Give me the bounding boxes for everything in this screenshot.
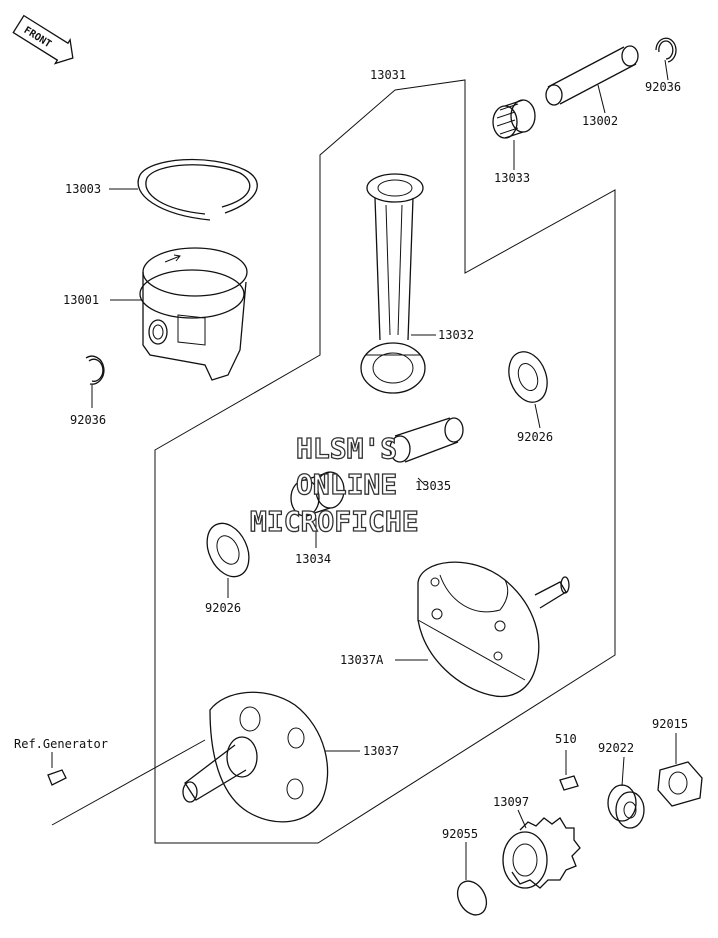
label-13032: 13032	[438, 328, 474, 342]
piston-13001	[139, 247, 248, 381]
generator-key	[47, 769, 67, 786]
label-92026-right: 92026	[517, 430, 553, 444]
label-13031: 13031	[370, 68, 406, 82]
needle-bearing-13034	[290, 471, 345, 517]
crank-pin-13035	[389, 417, 464, 463]
collar-92022	[607, 784, 645, 829]
label-13001: 13001	[63, 293, 99, 307]
label-13002: 13002	[582, 114, 618, 128]
label-13033: 13033	[494, 171, 530, 185]
connecting-rod-13032	[360, 173, 426, 394]
needle-bearing-13033	[492, 99, 536, 139]
watermark-line-3: MICROFICHE	[250, 505, 419, 538]
label-92036-left: 92036	[70, 413, 106, 427]
label-92055: 92055	[442, 827, 478, 841]
crankshaft-half-13037a	[417, 561, 570, 697]
label-13097: 13097	[493, 795, 529, 809]
label-13037: 13037	[363, 744, 399, 758]
piston-pin-13002	[545, 45, 639, 106]
label-92022: 92022	[598, 741, 634, 755]
label-13037A: 13037A	[340, 653, 384, 667]
front-arrow-icon: FRONT	[12, 14, 74, 65]
thrust-washer-92026-left	[206, 522, 250, 578]
label-ref-generator: Ref.Generator	[14, 737, 108, 751]
label-13034: 13034	[295, 552, 331, 566]
label-13035: 13035	[415, 479, 451, 493]
key-510	[559, 775, 579, 791]
label-510: 510	[555, 732, 577, 746]
nut-92015	[657, 761, 703, 807]
watermark-line-2: ONLINE	[296, 468, 397, 501]
assembly-outline-13031	[154, 79, 616, 844]
label-13003: 13003	[65, 182, 101, 196]
crankshaft-13037	[182, 691, 329, 823]
thrust-washer-92026-right	[508, 351, 548, 403]
piston-ring-13003	[137, 158, 258, 221]
circlip-92036-top	[655, 37, 677, 63]
label-92026-left: 92026	[205, 601, 241, 615]
watermark-line-1: HLSM'S	[296, 432, 397, 465]
o-ring-92055	[456, 880, 488, 916]
label-92036-top: 92036	[645, 80, 681, 94]
label-92015: 92015	[652, 717, 688, 731]
circlip-92036-left	[85, 355, 105, 385]
gear-13097	[502, 817, 581, 889]
